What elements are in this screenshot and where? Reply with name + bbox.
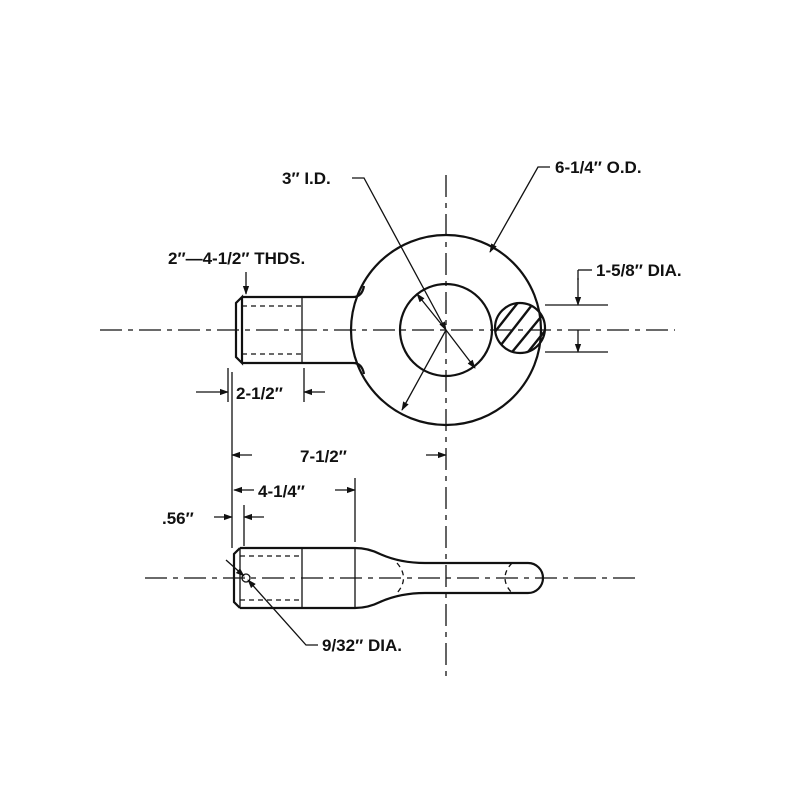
label-thread-length: 2-1/2″ xyxy=(236,384,283,403)
top-view xyxy=(100,166,675,680)
shank-outline-top xyxy=(242,285,366,375)
dimension-labels: 3″ I.D. 6-1/4″ O.D. 2″—4-1/2″ THDS. 1-5/… xyxy=(162,158,682,655)
ring-cross-section xyxy=(493,301,547,355)
label-hole-diameter: 9/32″ DIA. xyxy=(322,636,402,655)
label-hole-offset: .56″ xyxy=(162,509,194,528)
eye-inner-circle xyxy=(398,282,494,378)
label-threads: 2″—4-1/2″ THDS. xyxy=(168,249,305,268)
cotter-pin-hole xyxy=(241,573,251,583)
label-inner-diameter: 3″ I.D. xyxy=(282,169,331,188)
bolt-outline-side xyxy=(240,546,545,610)
label-outer-diameter: 6-1/4″ O.D. xyxy=(555,158,642,177)
label-shank-length: 4-1/4″ xyxy=(258,482,305,501)
dimensions-middle xyxy=(196,368,447,548)
side-view xyxy=(145,546,640,646)
label-overall-length: 7-1/2″ xyxy=(300,447,347,466)
eye-outer-circle xyxy=(349,233,543,427)
label-section-diameter: 1-5/8″ DIA. xyxy=(596,261,682,280)
thread-end-side xyxy=(232,547,241,609)
